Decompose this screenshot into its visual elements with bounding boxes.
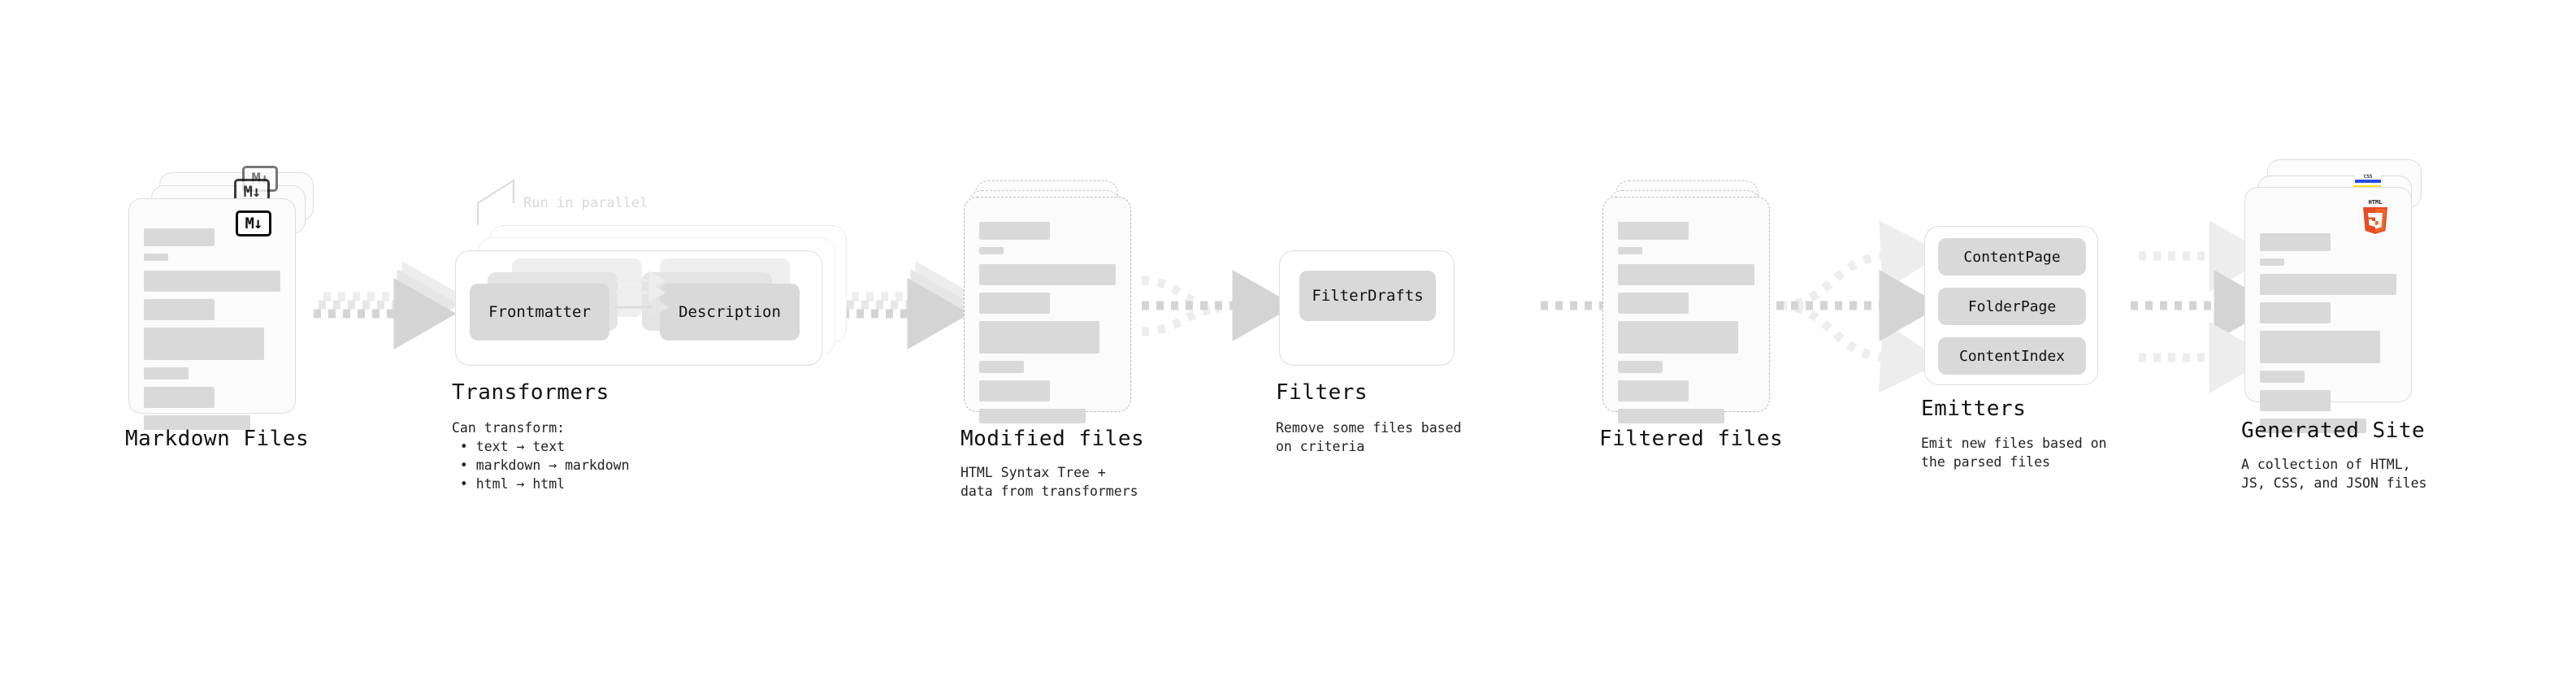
connector-modified-to-filters bbox=[1141, 270, 1295, 341]
stage-subtitle-filters: Remove some files based on criteria bbox=[1276, 420, 1462, 454]
skeleton-bar bbox=[1618, 293, 1689, 314]
skeleton-bar bbox=[144, 228, 215, 246]
skeleton-bar bbox=[1618, 264, 1754, 285]
chip-filterdrafts[interactable]: FilterDrafts bbox=[1299, 271, 1436, 321]
stage-subtitle-emitters: Emit new files based on the parsed files bbox=[1921, 436, 2107, 470]
run-in-parallel-leader bbox=[476, 178, 515, 225]
chip-description[interactable]: Description bbox=[660, 284, 800, 340]
chip-label: ContentIndex bbox=[1958, 347, 2066, 365]
skeleton-bar bbox=[979, 264, 1116, 285]
markdown-badge: M↓ bbox=[236, 210, 271, 236]
markdown-file-card: M↓ bbox=[128, 198, 296, 430]
chip-label: Description bbox=[679, 303, 781, 321]
skeleton-bar bbox=[144, 271, 280, 292]
skeleton-bar bbox=[2260, 233, 2331, 251]
skeleton-bar bbox=[2260, 302, 2331, 323]
run-in-parallel-note: Run in parallel bbox=[523, 195, 648, 211]
skeleton-bar bbox=[979, 293, 1051, 314]
filtered-file-card bbox=[1602, 197, 1770, 423]
skeleton-bar bbox=[1618, 222, 1689, 240]
modified-file-card bbox=[964, 197, 1131, 423]
chip-contentindex[interactable]: ContentIndex bbox=[1938, 337, 2086, 375]
skeleton-bar bbox=[979, 247, 1004, 254]
stage-subtitle-transformers: Can transform: • text → text • markdown … bbox=[452, 420, 630, 492]
skeleton-bar bbox=[144, 367, 189, 380]
stage-title-generated-site: Generated Site bbox=[2241, 419, 2426, 443]
filters-box: FilterDrafts bbox=[1279, 250, 1455, 366]
skeleton-bar bbox=[144, 254, 169, 261]
emitters-box: ContentPage FolderPage ContentIndex bbox=[1924, 226, 2098, 385]
chip-label: FilterDrafts bbox=[1312, 287, 1424, 305]
skeleton-bar bbox=[1618, 247, 1643, 254]
skeleton-bar bbox=[144, 415, 251, 430]
connector-emitters-to-site bbox=[2131, 220, 2277, 393]
skeleton-bar bbox=[144, 299, 215, 320]
generated-site-card: HTML bbox=[2244, 187, 2412, 433]
chip-folderpage[interactable]: FolderPage bbox=[1938, 288, 2086, 325]
skeleton-bar bbox=[1618, 409, 1725, 423]
stage-title-emitters: Emitters bbox=[1921, 397, 2027, 421]
skeleton-bar bbox=[2260, 390, 2331, 411]
skeleton-bar bbox=[979, 361, 1025, 373]
css-badge-label: CSS bbox=[2363, 174, 2373, 180]
skeleton-bar bbox=[1618, 321, 1738, 354]
stage-title-filtered-files: Filtered files bbox=[1599, 427, 1784, 451]
skeleton-bar bbox=[979, 409, 1086, 423]
skeleton-bar bbox=[2260, 331, 2380, 363]
skeleton-bar bbox=[1618, 380, 1689, 401]
chip-contentpage[interactable]: ContentPage bbox=[1938, 238, 2086, 275]
stage-title-filters: Filters bbox=[1276, 380, 1368, 405]
skeleton-bar bbox=[1618, 361, 1663, 373]
skeleton-bar bbox=[979, 321, 1099, 354]
skeleton-bar bbox=[979, 380, 1051, 401]
stage-title-modified-files: Modified files bbox=[961, 427, 1145, 451]
skeleton-bar bbox=[979, 222, 1051, 240]
chip-frontmatter[interactable]: Frontmatter bbox=[470, 284, 609, 340]
css-badge: CSS bbox=[2355, 171, 2381, 183]
css-badge-underline bbox=[2355, 180, 2381, 183]
stage-title-transformers: Transformers bbox=[452, 380, 609, 405]
skeleton-bar bbox=[2260, 274, 2396, 295]
stage-title-markdown-files: Markdown Files bbox=[125, 427, 310, 451]
skeleton-bar bbox=[144, 327, 264, 360]
skeleton-bar bbox=[2260, 419, 2367, 433]
html5-badge: HTML bbox=[2363, 199, 2387, 234]
stage-subtitle-modified-files: HTML Syntax Tree + data from transformer… bbox=[961, 465, 1138, 499]
skeleton-bar bbox=[2260, 371, 2305, 383]
svg-text:HTML: HTML bbox=[2369, 199, 2383, 206]
skeleton-bar bbox=[2260, 258, 2285, 266]
stage-subtitle-generated-site: A collection of HTML, JS, CSS, and JSON … bbox=[2241, 457, 2427, 491]
skeleton-bar bbox=[144, 387, 215, 408]
chip-label: FolderPage bbox=[1967, 297, 2057, 315]
chip-label: Frontmatter bbox=[488, 303, 591, 321]
connector-filtered-to-emitters bbox=[1776, 220, 1944, 393]
chip-label: ContentPage bbox=[1963, 248, 2061, 266]
